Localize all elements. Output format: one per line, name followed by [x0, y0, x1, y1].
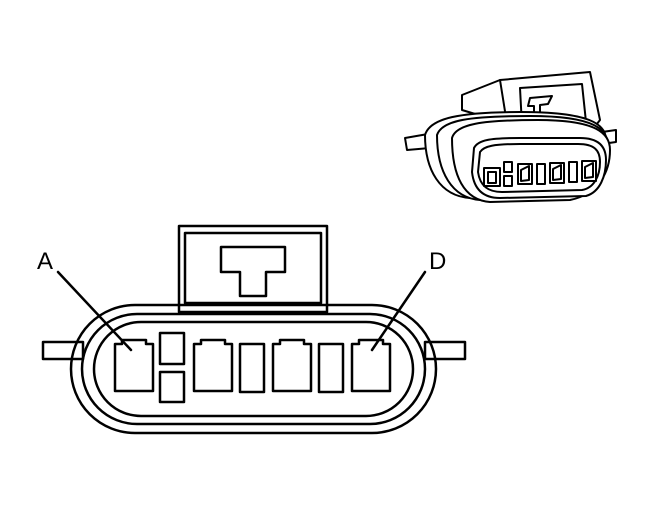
cavity-small-lower [158, 370, 186, 404]
leader-line-d [370, 270, 427, 352]
left-mounting-tab [41, 340, 85, 361]
cavity-b [192, 338, 234, 393]
connector-perspective-view [404, 71, 617, 203]
right-mounting-tab [423, 340, 467, 361]
connector-face [92, 320, 415, 418]
cavity-a [113, 338, 155, 393]
terminal-cavities [113, 331, 392, 404]
cavity-slot-right [317, 342, 345, 394]
cavity-d [350, 338, 392, 393]
connector-housing-outer [69, 303, 438, 435]
locking-tab [177, 224, 329, 314]
connector-housing-inner [80, 312, 427, 426]
leader-line-a [56, 270, 133, 352]
cavity-slot-left [238, 342, 266, 394]
connector-front-view [41, 224, 467, 435]
pin-d-label: D [429, 248, 446, 275]
pin-a-label: A [37, 248, 53, 275]
cavity-small-upper [158, 331, 186, 366]
cavity-c [271, 338, 313, 393]
